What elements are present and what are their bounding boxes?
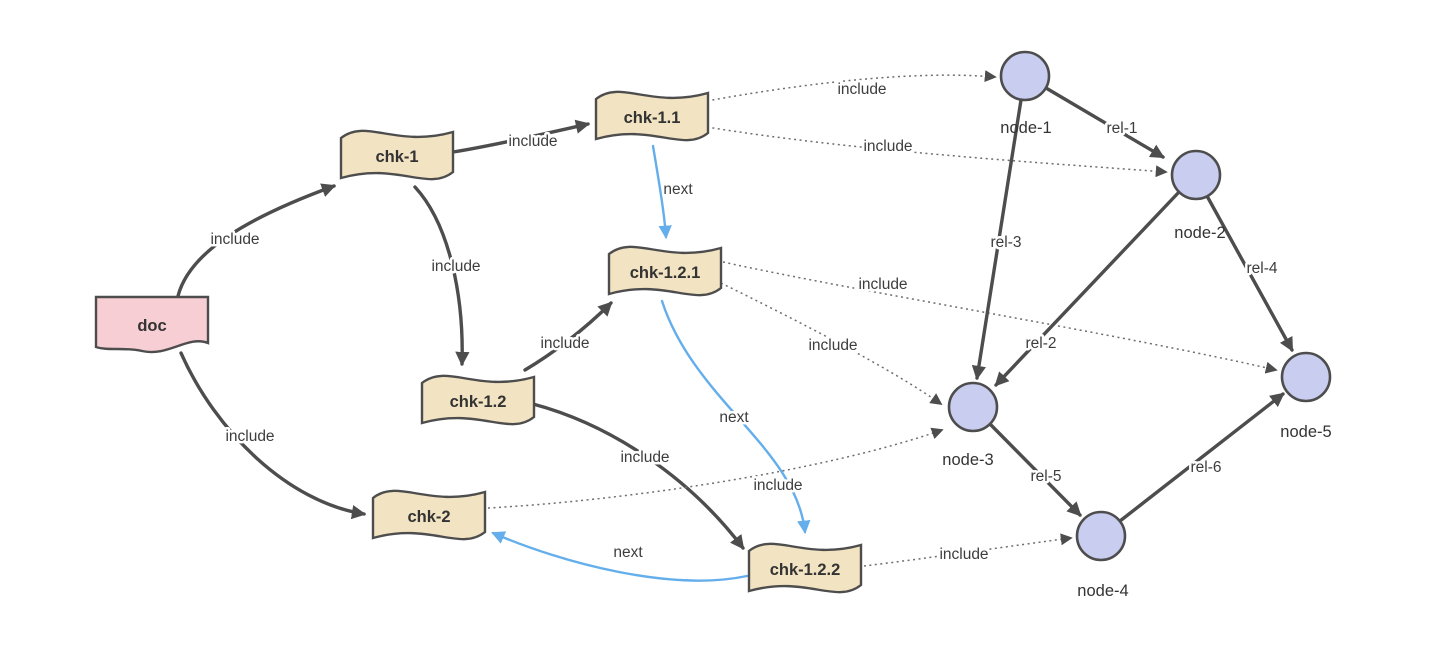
node-entity-3: node-3 [942, 381, 999, 469]
doc-label: doc [137, 317, 166, 335]
edge-label-chk1-chk12: include [431, 258, 480, 275]
node-3-label: node-3 [942, 451, 993, 469]
edge-doc-chk1 [176, 183, 337, 298]
edge-chk2-node3 [487, 427, 944, 509]
chk-1-2-2-label: chk-1.2.2 [770, 561, 841, 579]
edge-chk1-chk12 [413, 185, 470, 367]
chk-1-2-label: chk-1.2 [450, 393, 507, 411]
edge-label-next-1: next [663, 181, 693, 198]
chk-1-label: chk-1 [375, 148, 418, 166]
edge-rel2 [994, 190, 1181, 387]
doc-shape [94, 295, 210, 354]
edge-label-rel6: rel-6 [1190, 459, 1221, 476]
edge-rel1 [1044, 86, 1165, 159]
edge-chk11-node1 [706, 70, 997, 102]
edge-label-chk2-node3: include [753, 477, 802, 494]
node-layer: doc chk-1 chk-1.1 chk-1.2.1 chk-1.2 chk-… [94, 50, 1332, 600]
edge-label-doc-chk2: include [225, 428, 274, 445]
node-chk-1-2: chk-1.2 [420, 374, 536, 426]
edge-chk1-chk11 [451, 119, 591, 154]
node-entity-4: node-4 [1075, 510, 1129, 600]
edge-label-rel1: rel-1 [1106, 120, 1137, 137]
edge-label-chk12-chk121: include [540, 335, 589, 352]
edge-label-layer: include include include include include … [208, 79, 1280, 566]
edge-chk12-chk121 [523, 301, 613, 372]
chk-2-label: chk-2 [407, 508, 450, 526]
edge-next-chk121-chk122 [660, 299, 811, 535]
edge-label-rel3: rel-3 [990, 234, 1021, 251]
node-1-label: node-1 [1000, 119, 1051, 137]
node-entity-2: node-2 [1170, 149, 1226, 242]
edge-rel5 [988, 422, 1082, 517]
edge-rel6 [1118, 392, 1285, 523]
edge-label-chk11-node2: include [863, 138, 912, 155]
node-chk-1: chk-1 [339, 129, 455, 181]
node-2-shape [1170, 149, 1222, 201]
edge-rel4 [1205, 194, 1294, 352]
edge-label-next-2: next [719, 409, 749, 426]
edge-chk122-node4 [863, 533, 1073, 567]
node-doc: doc [94, 295, 210, 354]
edge-label-chk121-node3: include [808, 337, 857, 354]
node-4-shape [1075, 510, 1127, 562]
edge-label-chk121-node5: include [858, 276, 907, 293]
node-chk-1-2-2: chk-1.2.2 [747, 542, 863, 594]
edge-label-rel5: rel-5 [1030, 468, 1061, 485]
node-chk-1-2-1: chk-1.2.1 [607, 245, 723, 297]
edge-rel3 [971, 98, 1023, 381]
node-5-label: node-5 [1280, 423, 1331, 441]
node-4-label: node-4 [1077, 582, 1128, 600]
edge-label-chk12-chk122: include [620, 449, 669, 466]
node-3-shape [947, 381, 999, 433]
node-2-label: node-2 [1174, 224, 1225, 242]
edge-chk121-node5 [722, 261, 1278, 374]
edge-layer [176, 70, 1294, 582]
edge-label-rel2: rel-2 [1025, 335, 1056, 352]
edge-label-doc-chk1: include [210, 231, 259, 248]
node-5-shape [1280, 351, 1332, 403]
node-chk-2: chk-2 [371, 489, 487, 541]
edge-chk12-chk122 [531, 402, 745, 550]
edge-label-chk11-node1: include [837, 81, 886, 98]
node-entity-5: node-5 [1280, 351, 1332, 441]
node-entity-1: node-1 [999, 50, 1052, 137]
edge-label-next-3: next [613, 544, 643, 561]
chk-1-1-label: chk-1.1 [624, 109, 681, 127]
edge-label-rel4: rel-4 [1246, 260, 1277, 277]
chk-1-2-1-label: chk-1.2.1 [630, 264, 701, 282]
edge-next-chk11-chk121 [651, 144, 672, 240]
edge-chk121-node3 [720, 282, 943, 406]
node-chk-1-1: chk-1.1 [594, 90, 710, 142]
edge-doc-chk2 [179, 351, 367, 520]
edge-next-chk122-chk2 [491, 531, 749, 582]
node-1-shape [999, 50, 1051, 102]
edge-label-chk1-chk11: include [508, 133, 557, 150]
edge-label-chk122-node4: include [939, 546, 988, 563]
edge-chk11-node2 [706, 126, 1168, 178]
